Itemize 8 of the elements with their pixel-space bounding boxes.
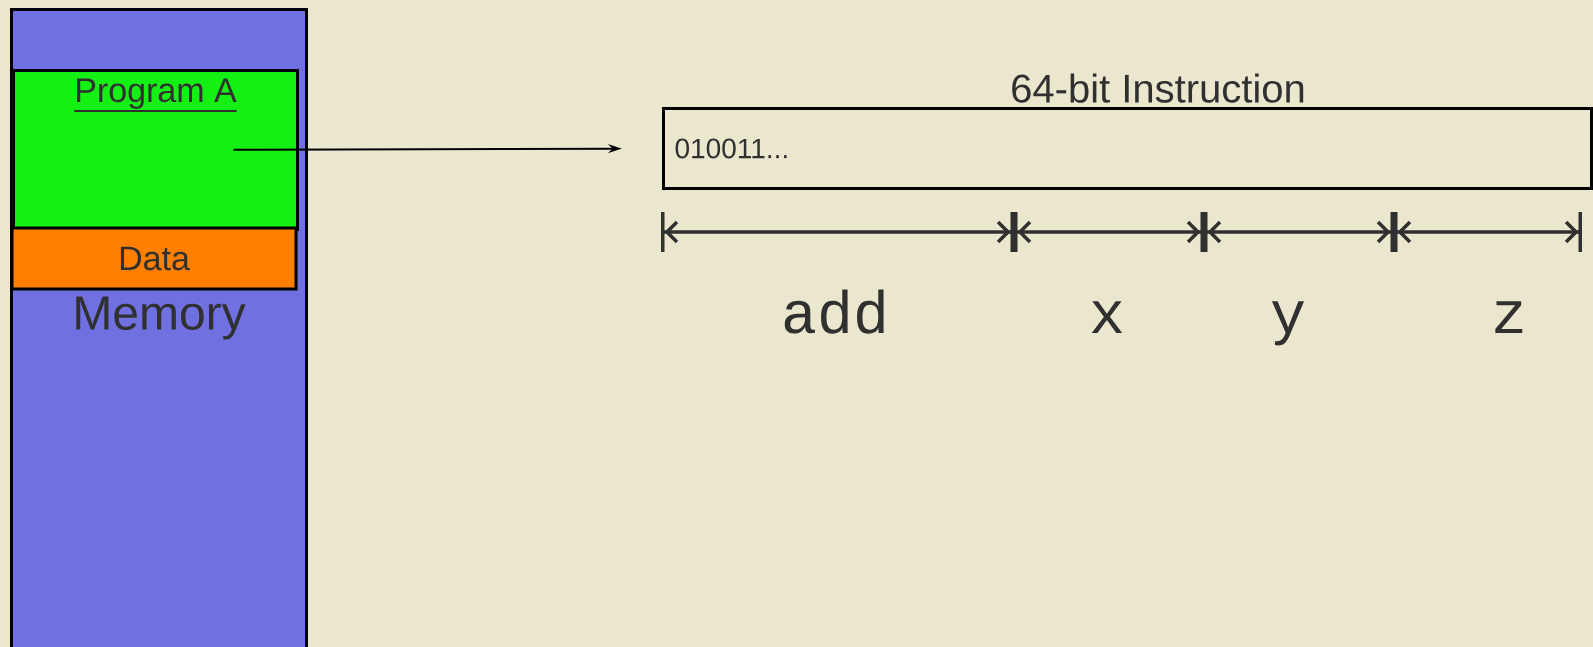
field-label: z	[1495, 301, 1523, 333]
data-box: Data	[10, 226, 298, 291]
field-label: add	[784, 289, 884, 334]
field-label: y	[1271, 301, 1304, 346]
program-box: Program A	[12, 69, 299, 231]
box-heading: 64-bit Instruction	[1012, 73, 1304, 103]
field-label: x	[1091, 301, 1123, 333]
instruction-box: 010011...	[662, 107, 1593, 190]
